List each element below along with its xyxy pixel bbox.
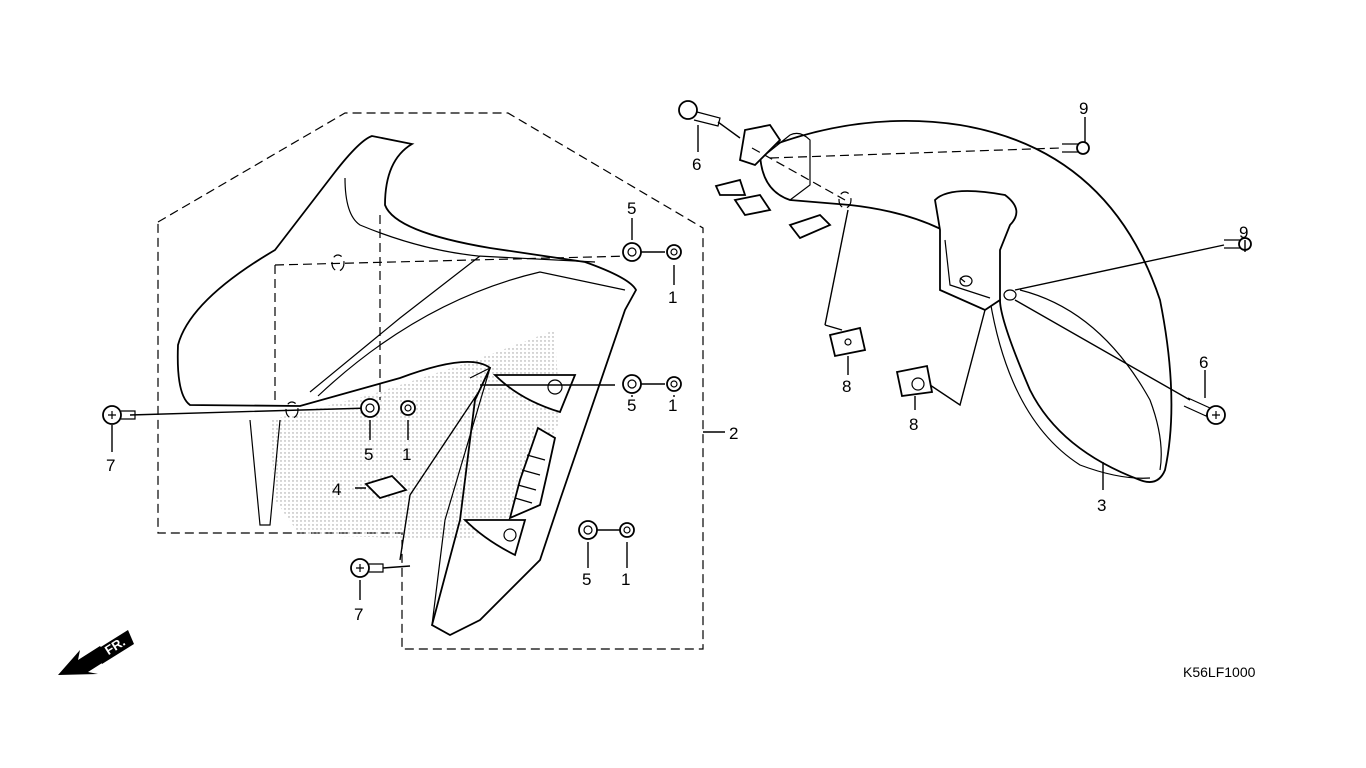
screw-7a [102,405,136,425]
callout-4: 4 [332,480,341,499]
callout-1: 1 [402,445,411,464]
cover-side-panel [431,366,491,626]
callout-5: 5 [627,396,636,415]
cover-lower-edge [249,419,281,526]
fender-inner-contour [989,289,1162,479]
decal-4 [364,474,408,500]
callout-7: 7 [354,605,363,624]
callout-1: 1 [668,396,677,415]
callout-5: 5 [582,570,591,589]
callout-1: 1 [668,288,677,307]
front-direction-arrow: FR. [58,630,134,675]
collar-1a [666,244,682,260]
callout-9: 9 [1079,99,1088,118]
front-cover-assembly [102,112,725,650]
grommet-5b [622,374,642,394]
front-fender-assembly [678,100,1252,490]
callout-7: 7 [106,456,115,475]
inner-panel [270,330,560,540]
bolt-6a [678,100,721,127]
callout-3: 3 [1097,496,1106,515]
assembly-boundary [157,112,704,650]
callout-5: 5 [364,445,373,464]
bolt-6b [1183,397,1226,425]
clip-nut-8b [895,364,934,398]
boss-upper [492,374,577,414]
collar-1d [619,522,635,538]
grommet-5d [578,520,598,540]
screw-7b [350,558,384,578]
clip-nut-8a [828,326,867,358]
callout-9: 9 [1239,223,1248,242]
cover-contour [344,177,596,263]
fender-front-lip [764,132,811,201]
callout-8: 8 [909,415,918,434]
callout-5: 5 [627,199,636,218]
fender-bracket [934,190,1018,312]
callout-8: 8 [842,377,851,396]
grommet-5c [360,398,380,418]
cover-ridge [309,255,626,397]
diagram-code: K56LF1000 [1183,664,1256,680]
collar-1b [666,376,682,392]
callout-2: 2 [729,424,738,443]
front-fender-body [759,120,1173,483]
callout-1: 1 [621,570,630,589]
screw-9a [1062,141,1090,155]
callout-6: 6 [1199,353,1208,372]
front-cover-body [176,135,638,637]
collar-1c [400,400,416,416]
callout-6: 6 [692,155,701,174]
grommet-5a [622,242,642,262]
